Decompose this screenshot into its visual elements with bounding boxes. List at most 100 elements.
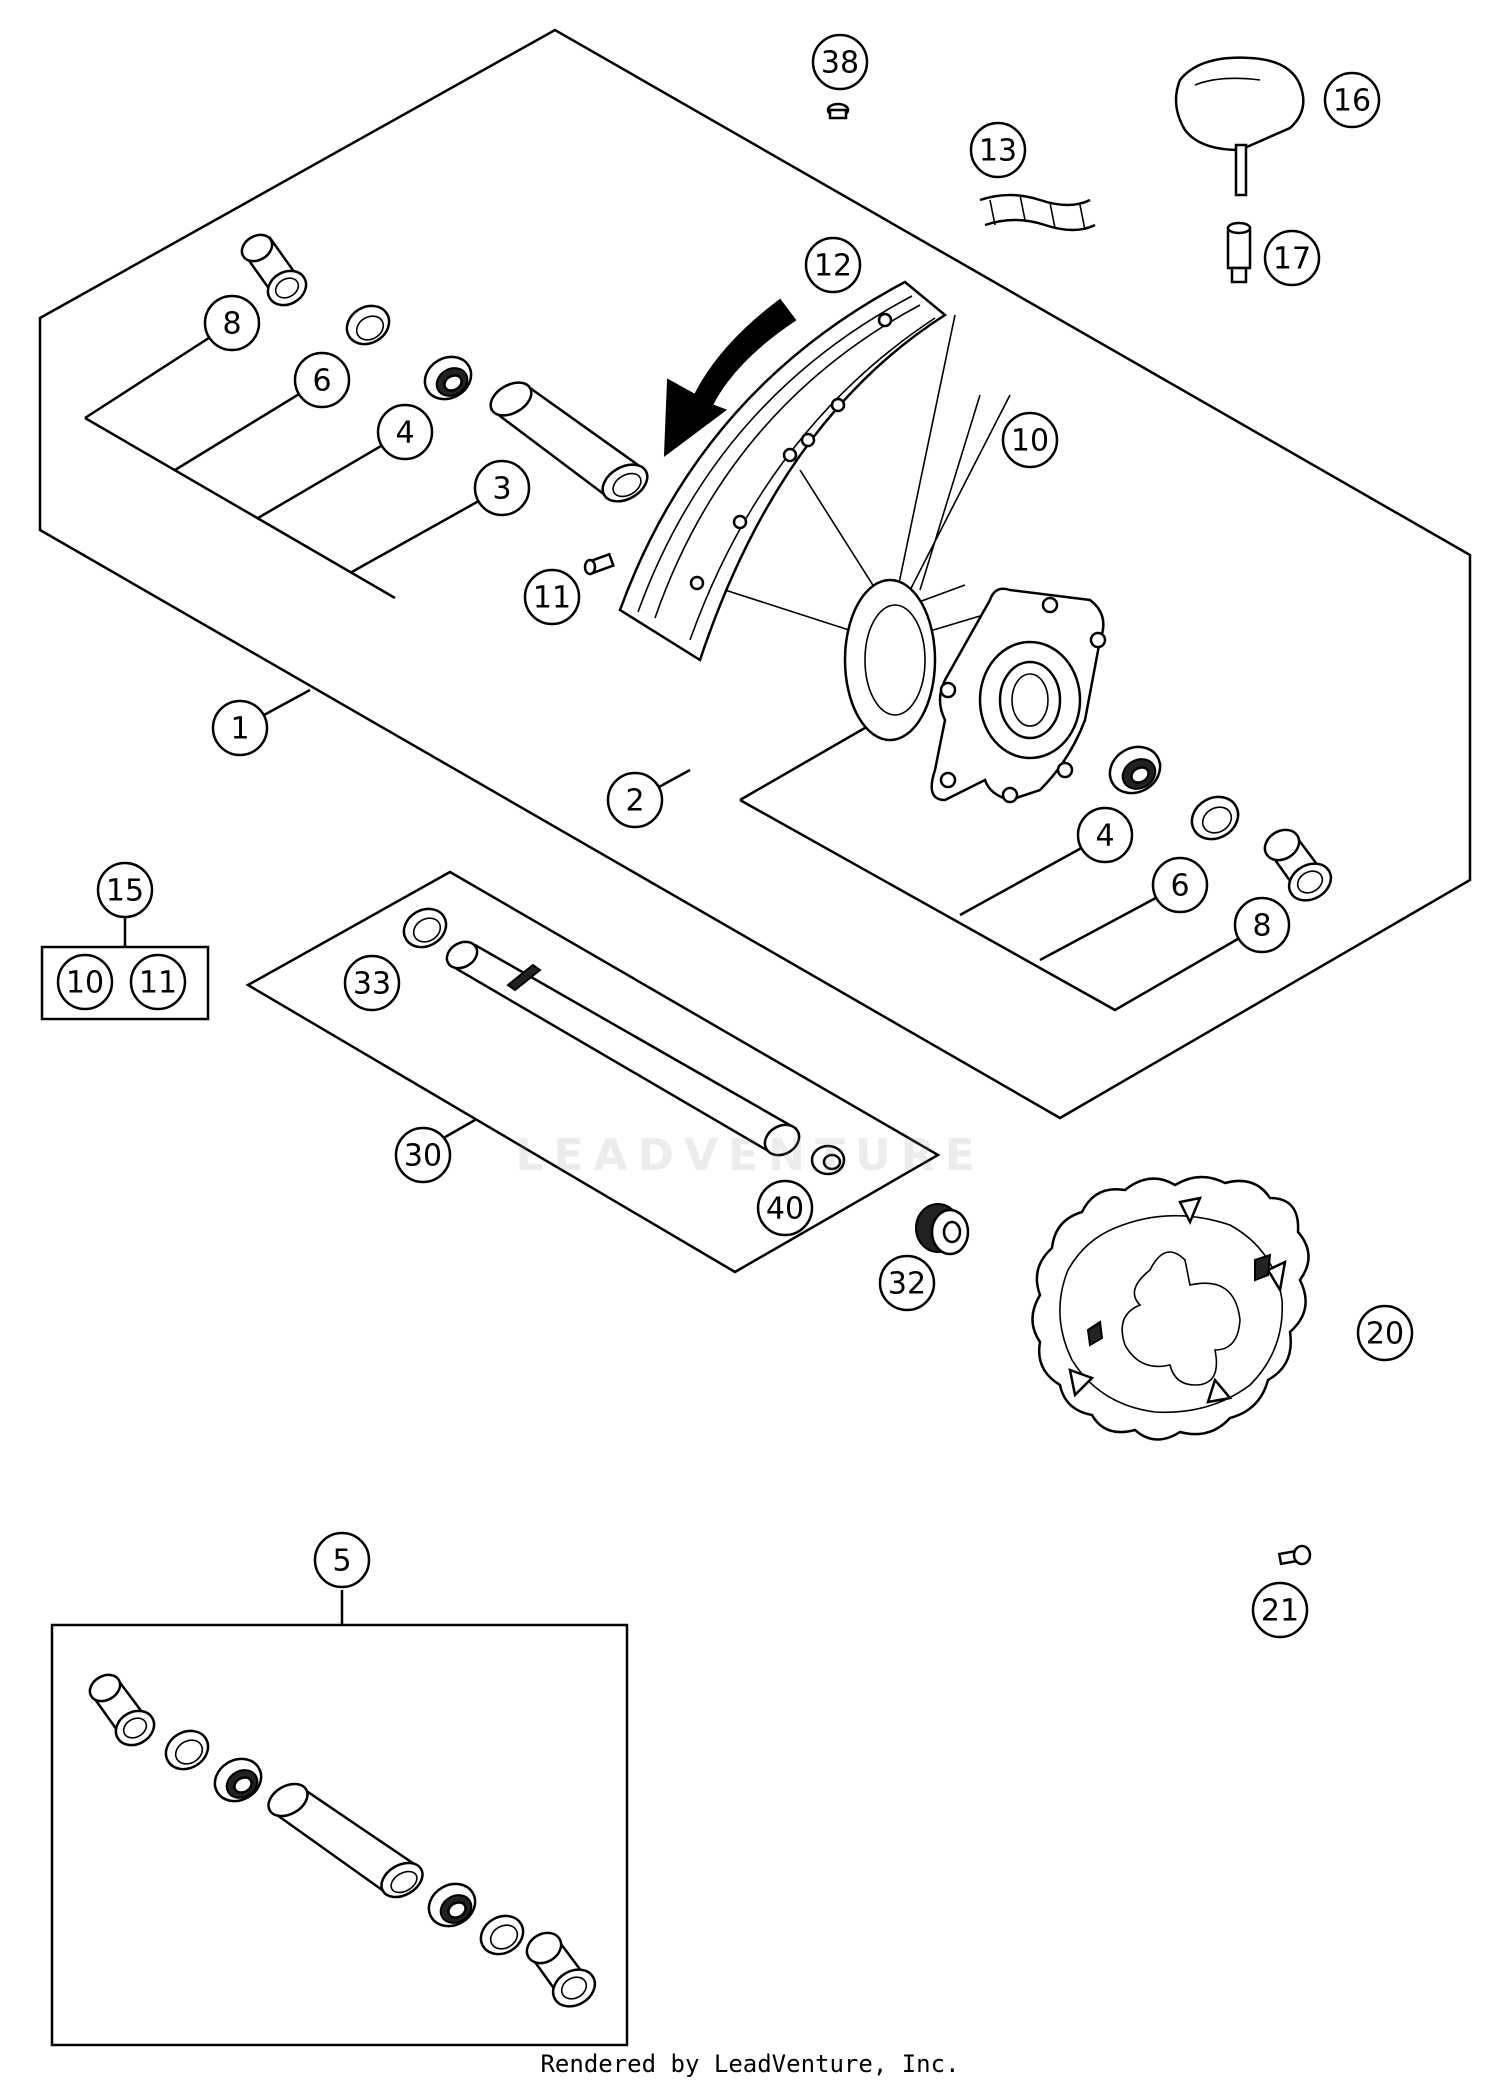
watermark: LEADVENTURE [515,1130,985,1181]
rim-12 [618,280,948,662]
callout-circle [1251,1581,1309,1639]
callout-number: 33 [353,967,391,1002]
bearing-kit-5-parts [88,1673,597,2008]
bearing-4-top [423,355,473,401]
callout-number: 21 [1261,1594,1299,1629]
callout-6: 6 [293,351,351,409]
nut-40 [810,1144,846,1176]
rotation-direction-arrow [663,298,797,458]
callout-number: 20 [1366,1317,1404,1352]
callout-30: 30 [394,1126,452,1184]
callout-number: 8 [1252,909,1271,944]
callout-circle [804,236,862,294]
bearing-4-right [1108,745,1162,795]
callout-number: 11 [533,581,571,616]
tube-valve-16 [1174,56,1305,197]
callout-circle [129,953,187,1011]
callout-number: 17 [1273,242,1311,277]
callout-number: 5 [332,1544,351,1579]
callout-number: 6 [1170,869,1189,904]
callout-17: 17 [1263,229,1321,287]
callout-number: 4 [395,416,414,451]
callout-21: 21 [1251,1581,1309,1639]
valve-nut-17 [1226,221,1252,284]
callout-number: 1 [230,712,249,747]
callout-circle [96,861,154,919]
callout-15: 15 [96,861,154,919]
callout-circle [811,33,869,91]
leader-line-30 [439,1118,476,1142]
callout-number: 10 [66,966,104,1001]
callout-8: 8 [203,294,261,352]
callout-4: 4 [376,403,434,461]
callout-10: 10 [56,953,114,1011]
callout-circle [376,403,434,461]
seal-33 [402,907,448,949]
callout-circle [293,351,351,409]
callout-number: 30 [404,1139,442,1174]
callout-circle [1263,229,1321,287]
seal-6-top [345,304,391,346]
distance-sleeve-3 [489,381,649,503]
callout-6: 6 [1151,856,1209,914]
callout-8: 8 [1233,896,1291,954]
callout-circle [394,1126,452,1184]
nipple-11 [583,552,615,576]
callout-circle [1151,856,1209,914]
callout-20: 20 [1356,1304,1414,1362]
callout-11: 11 [523,568,581,626]
callout-number: 13 [979,134,1017,169]
bolt-21 [1277,1544,1312,1566]
callout-40: 40 [756,1179,814,1237]
callout-circle [1001,411,1059,469]
callout-circle [473,459,531,517]
bearing-kit-5-box [50,1623,629,2047]
callout-circle [1356,1304,1414,1362]
axle-30 [445,940,801,1157]
callout-number: 6 [312,364,331,399]
callout-number: 16 [1333,84,1371,119]
leader-line-2 [634,723,871,802]
callout-11: 11 [129,953,187,1011]
wheel-assembly-frame [38,28,1472,1120]
callout-circle [211,699,269,757]
callout-38: 38 [811,33,869,91]
footer-credit: Rendered by LeadVenture, Inc. [540,2050,960,2078]
callout-circle [203,294,261,352]
callout-circle [606,771,664,829]
callout-number: 10 [1011,424,1049,459]
seal-6-right [1190,795,1240,841]
callout-3: 3 [473,459,531,517]
callout-33: 33 [343,954,401,1012]
callout-number: 2 [625,784,644,819]
callout-circle [1233,896,1291,954]
spokes-10 [724,314,1011,641]
callout-circle [878,1254,936,1312]
axle-group-frame [245,870,941,1274]
callout-number: 4 [1095,819,1114,854]
callout-circle [969,121,1027,179]
callout-circle [523,568,581,626]
callout-number: 3 [492,472,511,507]
callout-number: 32 [888,1267,926,1302]
callout-number: 11 [139,966,177,1001]
callout-1: 1 [211,699,269,757]
callout-32: 32 [878,1254,936,1312]
callout-circle [313,1531,371,1589]
callout-2: 2 [606,771,664,829]
callout-number: 40 [766,1192,804,1227]
spacer-8-right [1263,828,1333,902]
spacer-8-top [240,233,308,307]
callout-number: 15 [106,874,144,909]
callout-4: 4 [1076,806,1134,864]
callout-10: 10 [1001,411,1059,469]
callout-number: 12 [814,249,852,284]
rim-tape-13 [979,193,1096,232]
callout-circle [343,954,401,1012]
callout-16: 16 [1323,71,1381,129]
leader-frame-left [84,321,503,600]
brake-disc-20 [1031,1175,1310,1441]
callout-12: 12 [804,236,862,294]
